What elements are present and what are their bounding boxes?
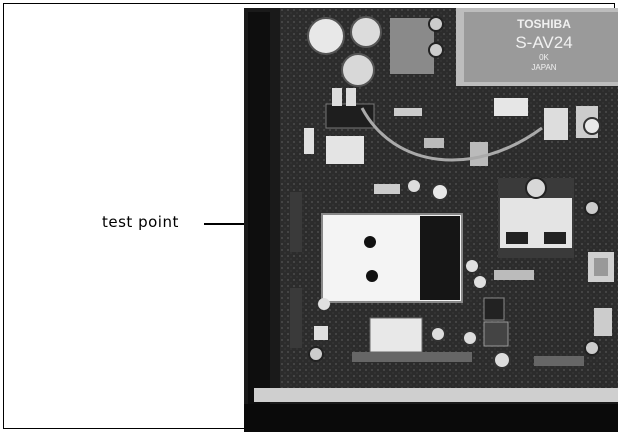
connector-strip [534, 356, 584, 366]
module-brand: TOSHIBA [517, 17, 571, 31]
capacitor [350, 16, 382, 48]
shield-dark-section [420, 216, 460, 300]
screw-hole [364, 236, 376, 248]
coil-block [390, 18, 434, 74]
screw-hole [366, 270, 378, 282]
component [494, 98, 528, 116]
module-model: S-AV24 [515, 33, 572, 52]
test-point-label: test point [102, 213, 179, 231]
capacitor [341, 53, 375, 87]
circuit-board-photo: TOSHIBA S-AV24 0K JAPAN [244, 8, 618, 432]
module-origin: JAPAN [531, 63, 556, 72]
ic-heatsink [326, 136, 364, 164]
case-bottom-edge [254, 388, 618, 402]
crystal [369, 317, 423, 353]
case-left-rail [248, 12, 270, 412]
case-bottom [244, 404, 618, 432]
module-suffix: 0K [539, 53, 549, 62]
capacitor [307, 17, 345, 55]
wire [360, 107, 543, 162]
connector-strip [352, 352, 472, 362]
